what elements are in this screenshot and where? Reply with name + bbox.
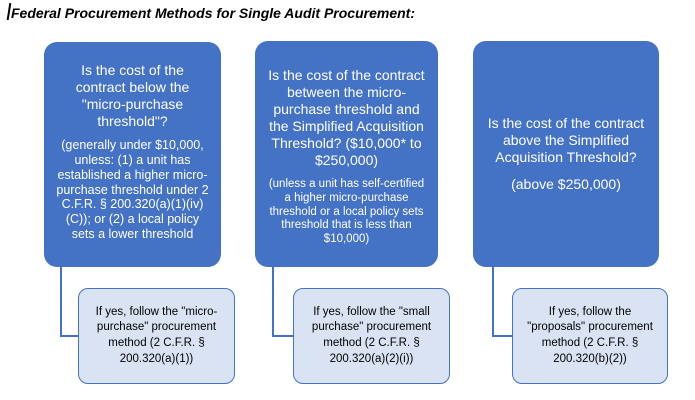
question-detail-text: (generally under $10,000, unless: (1) a … (56, 138, 209, 241)
question-box-micro-purchase: Is the cost of the contract below the "m… (44, 42, 221, 267)
question-text: Is the cost of the contract below the "m… (75, 62, 190, 130)
result-text: If yes, follow the "micro-purchase" proc… (95, 305, 218, 365)
question-detail-text: (above $250,000) (511, 176, 621, 193)
connector-vertical-3 (492, 267, 494, 337)
connector-vertical-1 (60, 267, 62, 337)
question-box-small-purchase: Is the cost of the contract between the … (255, 41, 438, 267)
connector-vertical-2 (272, 267, 274, 337)
question-text: Is the cost of the contract above the Si… (487, 115, 645, 166)
connector-horizontal-1 (60, 335, 78, 337)
question-detail-text: (unless a unit has self-certified a high… (268, 178, 425, 245)
question-text: Is the cost of the contract between the … (268, 67, 425, 169)
connector-horizontal-2 (272, 335, 293, 337)
page-title: Federal Procurement Methods for Single A… (11, 5, 415, 21)
result-text: If yes, follow the "small purchase" proc… (311, 305, 432, 365)
result-box-small-purchase: If yes, follow the "small purchase" proc… (293, 288, 450, 384)
connector-horizontal-3 (492, 335, 512, 337)
question-box-proposals: Is the cost of the contract above the Si… (473, 41, 659, 267)
result-box-proposals: If yes, follow the "proposals" procureme… (512, 288, 668, 384)
result-box-micro-purchase: If yes, follow the "micro-purchase" proc… (78, 288, 235, 384)
result-text: If yes, follow the "proposals" procureme… (527, 305, 653, 365)
